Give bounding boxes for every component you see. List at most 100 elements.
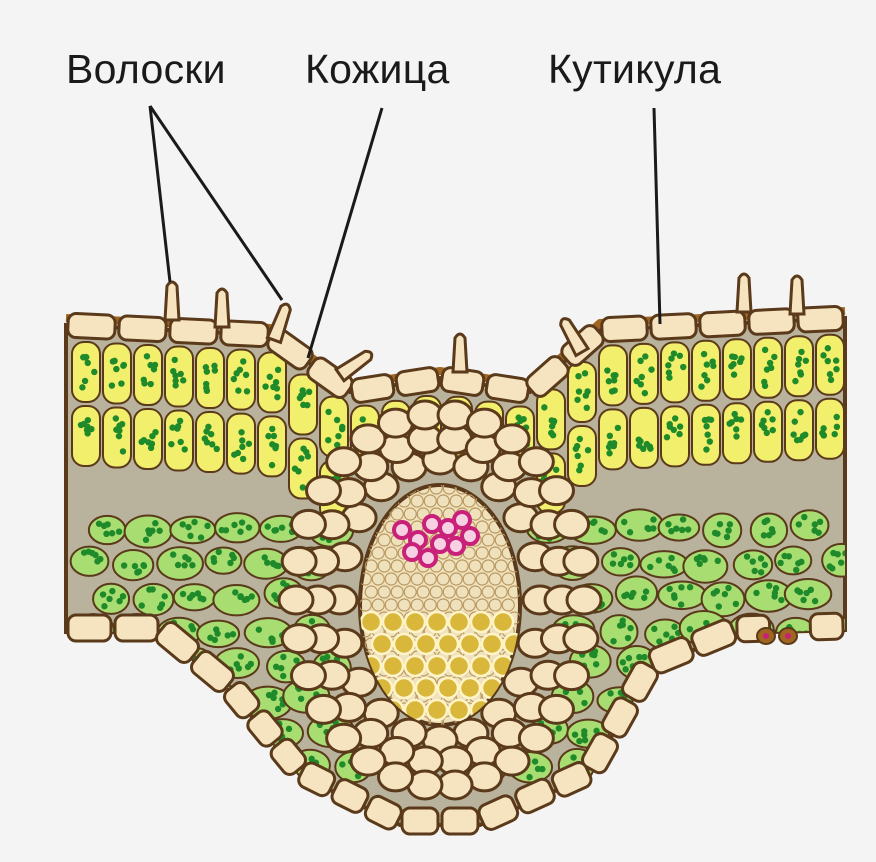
sheath-cell (539, 477, 573, 505)
chloroplast (157, 605, 163, 611)
chloroplast (666, 563, 672, 569)
leaf-hair (453, 334, 467, 372)
chloroplast (673, 525, 679, 531)
chloroplast (187, 595, 193, 601)
chloroplast (647, 564, 653, 570)
chloroplast (642, 353, 648, 359)
chloroplast (709, 358, 715, 364)
chloroplast (234, 661, 240, 667)
chloroplast (825, 345, 831, 351)
chloroplast (575, 453, 581, 459)
chloroplast (628, 594, 634, 600)
chloroplast (732, 354, 738, 360)
chloroplast (792, 418, 798, 424)
chloroplast (644, 525, 650, 531)
sheath-cell (282, 625, 316, 653)
chloroplast (96, 521, 102, 527)
chloroplast (320, 655, 326, 661)
chloroplast (556, 725, 562, 731)
chloroplast (325, 409, 331, 415)
chloroplast (666, 586, 672, 592)
chloroplast (572, 731, 578, 737)
chloroplast (758, 569, 764, 575)
chloroplast (610, 560, 616, 566)
chloroplast (724, 534, 730, 540)
sheath-cell (327, 724, 361, 752)
chloroplast (668, 555, 674, 561)
chloroplast (216, 549, 222, 555)
spongy-cell (601, 615, 638, 648)
chloroplast (269, 426, 275, 432)
chloroplast (526, 774, 532, 780)
chloroplast (687, 626, 693, 632)
chloroplast (790, 431, 796, 437)
chloroplast (325, 437, 331, 443)
chloroplast (620, 622, 626, 628)
chloroplast (838, 559, 844, 565)
phloem-cell (405, 612, 425, 632)
chloroplast (185, 524, 191, 530)
chloroplast (609, 388, 615, 394)
chloroplast (79, 384, 85, 390)
chloroplast (641, 595, 647, 601)
chloroplast (622, 666, 628, 672)
chloroplast (85, 360, 91, 366)
chloroplast (576, 738, 582, 744)
chloroplast (549, 423, 555, 429)
chloroplast (109, 382, 115, 388)
leaf-hair (165, 282, 179, 320)
chloroplast (240, 456, 246, 462)
chloroplast (758, 555, 764, 561)
chloroplast (151, 366, 157, 372)
chloroplast (233, 370, 239, 376)
chloroplast (593, 661, 599, 667)
chloroplast (274, 394, 280, 400)
chloroplast (273, 562, 279, 568)
chloroplast (626, 655, 632, 661)
chloroplast (627, 625, 633, 631)
sheath-cell (519, 724, 553, 752)
chloroplast (80, 354, 86, 360)
chloroplast (762, 383, 768, 389)
chloroplast (239, 519, 245, 525)
chloroplast (811, 527, 817, 533)
chloroplast (175, 562, 181, 568)
chloroplast (275, 706, 281, 712)
chloroplast (581, 700, 587, 706)
chloroplast (227, 560, 233, 566)
chloroplast (300, 402, 306, 408)
chloroplast (738, 416, 744, 422)
chloroplast (607, 690, 613, 696)
chloroplast (584, 405, 590, 411)
chloroplast (707, 438, 713, 444)
hairs-label: Волоски (66, 46, 226, 93)
chloroplast (190, 626, 196, 632)
chloroplast (698, 383, 704, 389)
chloroplast (627, 554, 633, 560)
chloroplast (97, 556, 103, 562)
chloroplast (334, 417, 340, 423)
chloroplast (764, 366, 770, 372)
phloem-cell (493, 612, 513, 632)
chloroplast (731, 411, 737, 417)
chloroplast (577, 436, 583, 442)
chloroplast (576, 467, 582, 473)
epidermis-cell (395, 366, 440, 396)
chloroplast (203, 428, 209, 434)
chloroplast (149, 433, 155, 439)
chloroplast (335, 433, 341, 439)
chloroplast (180, 521, 186, 527)
chloroplast (820, 352, 826, 358)
chloroplast (198, 534, 204, 540)
phloem-cell (405, 656, 425, 676)
chloroplast (606, 450, 612, 456)
chloroplast (209, 441, 215, 447)
chloroplast (679, 527, 685, 533)
chloroplast (100, 591, 106, 597)
sheath-cell (495, 425, 529, 453)
chloroplast (611, 551, 617, 557)
chloroplast (148, 381, 154, 387)
chloroplast (829, 565, 835, 571)
xylem-vessel (420, 550, 436, 566)
